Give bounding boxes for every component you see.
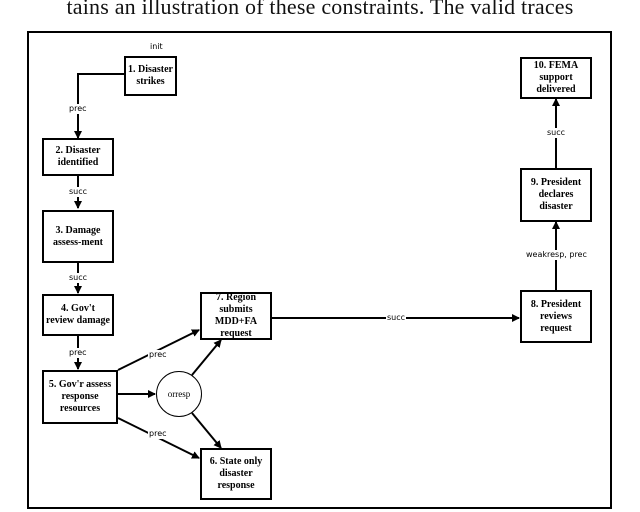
node-orresp: orresp xyxy=(156,371,202,417)
node-9-president-declares: 9. President declares disaster xyxy=(520,168,592,222)
edge-1-2 xyxy=(74,73,124,139)
node-4-govt-review-damage: 4. Gov't review damage xyxy=(42,294,114,336)
label-prec-5-6: prec xyxy=(148,429,168,439)
node-10-fema-support: 10. FEMA support delivered xyxy=(520,57,592,99)
label-prec-5-7: prec xyxy=(148,350,168,360)
node-8-president-reviews: 8. President reviews request xyxy=(520,290,592,343)
caption-text: tains an illustration of these constrain… xyxy=(66,0,574,19)
label-init: init xyxy=(149,42,164,52)
node-7-region-submits-request: 7. Region submits MDD+FA request xyxy=(200,292,272,340)
label-prec-1-2: prec xyxy=(68,104,88,114)
node-3-damage-assessment: 3. Damage assess-ment xyxy=(42,210,114,263)
label-succ-2-3: succ xyxy=(68,187,89,197)
node-2-disaster-identified: 2. Disaster identified xyxy=(42,138,114,176)
node-1-disaster-strikes: 1. Disaster strikes xyxy=(124,56,177,96)
node-5-govr-assess-resources: 5. Gov'r assess response resources xyxy=(42,370,118,424)
label-prec-4-5: prec xyxy=(68,348,88,358)
node-6-state-only-response: 6. State only disaster response xyxy=(200,448,272,500)
label-succ-9-10: succ xyxy=(546,128,567,138)
label-succ-3-4: succ xyxy=(68,273,89,283)
edge-or-7 xyxy=(191,339,222,376)
diagram-frame xyxy=(27,31,612,509)
label-weakresp-prec: weakresp, prec xyxy=(525,250,588,260)
edge-or-6 xyxy=(191,412,222,449)
label-succ-7-8: succ xyxy=(386,313,407,323)
